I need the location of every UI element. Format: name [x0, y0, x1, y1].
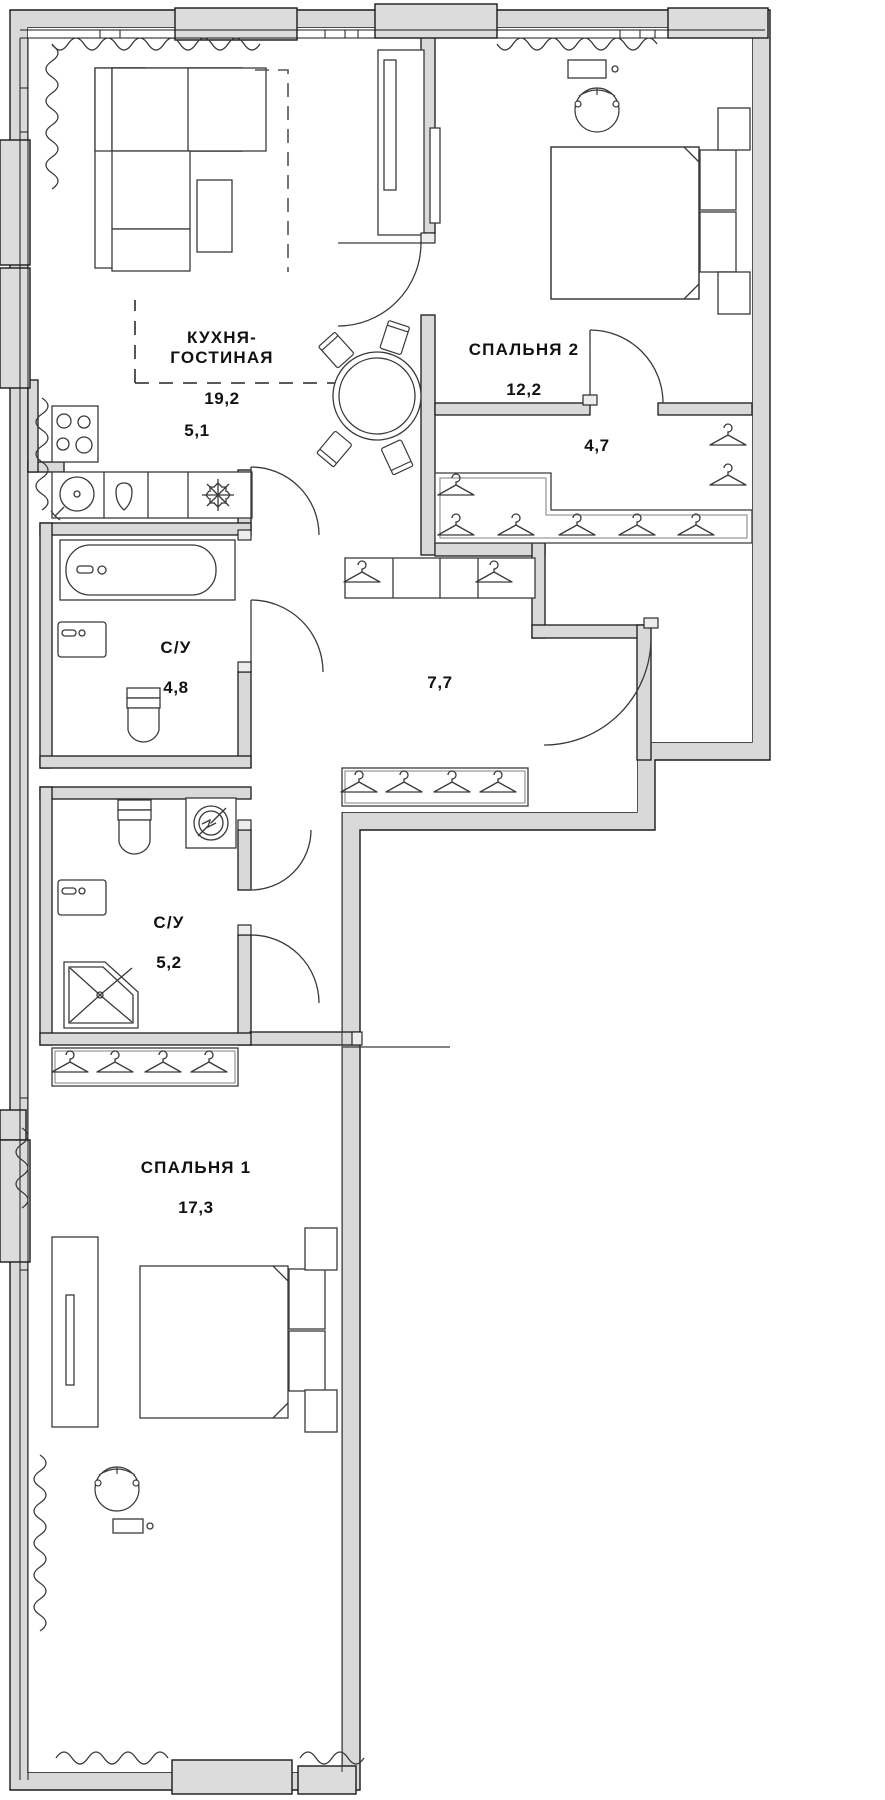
- wardrobe-hangers-hall-mid: [341, 767, 529, 807]
- armchair-1: [94, 1466, 140, 1512]
- room-label-wardrobe-2: 4,7: [584, 436, 610, 455]
- window-mullions: [19, 29, 765, 1780]
- tall-cabinet: [377, 49, 441, 236]
- room-label-kitchen-zone: 5,1: [184, 421, 210, 440]
- dining-table-round: [332, 351, 422, 441]
- room-label-kitchen-living: КУХНЯ- ГОСТИНАЯ 19,2: [122, 308, 322, 429]
- wardrobe-hangers-bed1: [51, 1047, 239, 1087]
- door-swings: [250, 242, 664, 1004]
- room-name: СПАЛЬНЯ 1: [140, 1157, 252, 1177]
- room-name: С/У: [160, 637, 192, 657]
- bed-double-1: [139, 1265, 326, 1419]
- wardrobe-hangers-hall-top: [344, 557, 536, 599]
- washing-machine: [185, 797, 237, 849]
- nightstand-2: [717, 107, 751, 315]
- room-label-bathroom-2: С/У 5,2: [109, 893, 229, 993]
- washbasin-b1: [57, 621, 107, 658]
- room-area: 17,3: [178, 1197, 214, 1217]
- room-area: 12,2: [506, 379, 542, 399]
- nightstand-1: [304, 1227, 338, 1433]
- armchair-2: [574, 87, 620, 133]
- room-name: С/У: [153, 912, 185, 932]
- door-bedroom-1: [343, 1046, 450, 1048]
- rug-outline: [255, 69, 289, 272]
- stove-cooktop: [51, 405, 99, 463]
- zone-divider-dashed: [134, 300, 335, 384]
- toilet-b1: [126, 687, 161, 743]
- tv-console-2: [567, 59, 619, 79]
- door-leaves: [237, 232, 659, 1046]
- misc-lines: [341, 543, 436, 1772]
- toilet-b2: [117, 799, 152, 855]
- window-curtains: [15, 37, 658, 1765]
- room-label-hallway: 7,7: [427, 673, 453, 692]
- sofa-sectional: [94, 67, 267, 272]
- room-label-bathroom-1: С/У 4,8: [116, 618, 236, 718]
- washbasin-b2: [57, 879, 107, 916]
- tv-console-1: [112, 1518, 154, 1534]
- coffee-table: [196, 179, 233, 253]
- room-area: 19,2: [204, 388, 240, 408]
- room-label-bedroom-1: СПАЛЬНЯ 1 17,3: [96, 1138, 296, 1238]
- kitchen-faucet: [115, 482, 133, 511]
- kitchen-sink: [50, 476, 95, 521]
- wardrobe-tall-1: [51, 1236, 99, 1428]
- bathtub: [59, 539, 236, 601]
- bed-double-2: [550, 146, 737, 300]
- windows: [0, 3, 769, 1795]
- room-area: 4,8: [163, 677, 189, 697]
- room-name: СПАЛЬНЯ 2: [468, 339, 580, 359]
- room-name: КУХНЯ- ГОСТИНАЯ: [170, 327, 274, 368]
- room-area: 5,2: [156, 952, 182, 972]
- refrigerator-icon: [202, 479, 234, 511]
- room-label-bedroom-2: СПАЛЬНЯ 2 12,2: [424, 320, 624, 420]
- shower-corner: [63, 961, 139, 1029]
